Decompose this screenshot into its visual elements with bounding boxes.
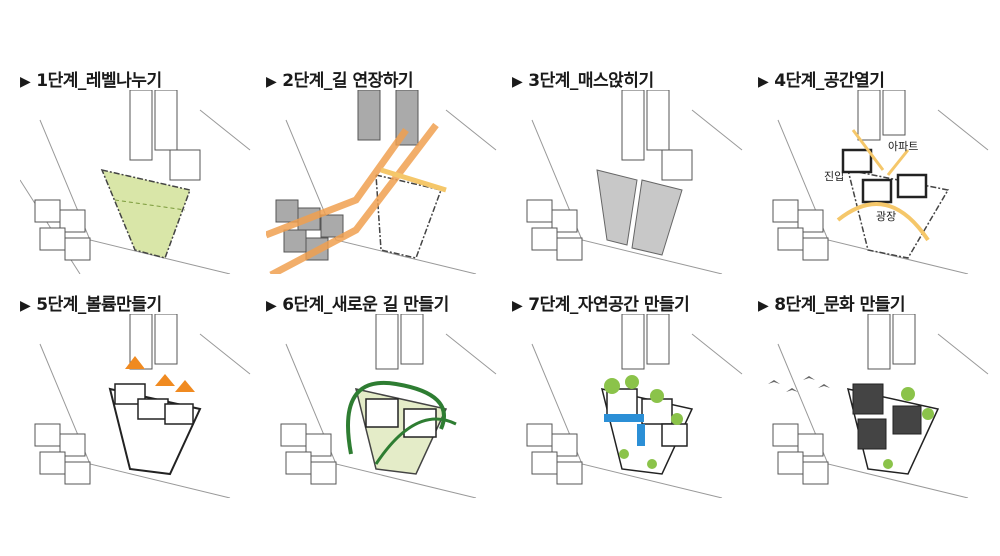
step-7-panel: ▶7단계_자연공간 만들기 xyxy=(512,290,752,500)
play-arrow-icon: ▶ xyxy=(758,74,769,90)
step-6-title: ▶6단계_새로운 길 만들기 xyxy=(266,295,449,315)
birds xyxy=(768,376,830,392)
step-5-panel: ▶5단계_볼륨만들기 xyxy=(20,290,260,500)
apartment-label: 아파트 xyxy=(888,140,918,153)
water-feature xyxy=(637,424,645,446)
step-3-panel: ▶3단계_매스앉히기 xyxy=(512,66,752,276)
step-4-panel: ▶4단계_공간열기 아파트 진입 광장 xyxy=(758,66,998,276)
step-2-title: ▶2단계_길 연장하기 xyxy=(266,71,414,91)
trees xyxy=(604,375,683,469)
step-1-diagram xyxy=(20,90,251,274)
play-arrow-icon: ▶ xyxy=(20,298,31,314)
mass-block xyxy=(596,169,638,246)
step-3-title: ▶3단계_매스앉히기 xyxy=(512,71,654,91)
step-4-title: ▶4단계_공간열기 xyxy=(758,71,885,91)
step-2-panel: ▶2단계_길 연장하기 xyxy=(266,66,506,276)
entrance-label: 진입 xyxy=(824,170,844,183)
site-level-area xyxy=(100,168,191,259)
extended-path xyxy=(266,127,409,239)
extended-path xyxy=(269,122,439,274)
play-arrow-icon: ▶ xyxy=(266,74,277,90)
step-3-diagram xyxy=(526,90,743,274)
step-7-title: ▶7단계_자연공간 만들기 xyxy=(512,295,690,315)
water-feature xyxy=(604,414,644,422)
plaza-label: 광장 xyxy=(876,210,896,223)
step-5-title: ▶5단계_볼륨만들기 xyxy=(20,295,162,315)
play-arrow-icon: ▶ xyxy=(758,298,769,314)
play-arrow-icon: ▶ xyxy=(20,74,31,90)
step-2-diagram xyxy=(266,90,497,274)
step-1-panel: ▶1단계_레벨나누기 xyxy=(20,66,260,276)
volume-arrows xyxy=(125,356,195,392)
step-5-diagram xyxy=(34,314,251,498)
new-route xyxy=(374,417,457,465)
step-8-diagram xyxy=(768,314,989,498)
new-route xyxy=(346,380,446,455)
step-1-title: ▶1단계_레벨나누기 xyxy=(20,71,162,91)
step-4-diagram: 아파트 진입 광장 xyxy=(772,90,989,274)
step-7-diagram xyxy=(526,314,743,498)
step-6-diagram xyxy=(280,314,497,498)
play-arrow-icon: ▶ xyxy=(266,298,277,314)
step-6-panel: ▶6단계_새로운 길 만들기 xyxy=(266,290,506,500)
play-arrow-icon: ▶ xyxy=(512,74,523,90)
step-8-panel: ▶8단계_문화 만들기 xyxy=(758,290,998,500)
play-arrow-icon: ▶ xyxy=(512,298,523,314)
mass-block xyxy=(631,179,683,256)
step-8-title: ▶8단계_문화 만들기 xyxy=(758,295,906,315)
